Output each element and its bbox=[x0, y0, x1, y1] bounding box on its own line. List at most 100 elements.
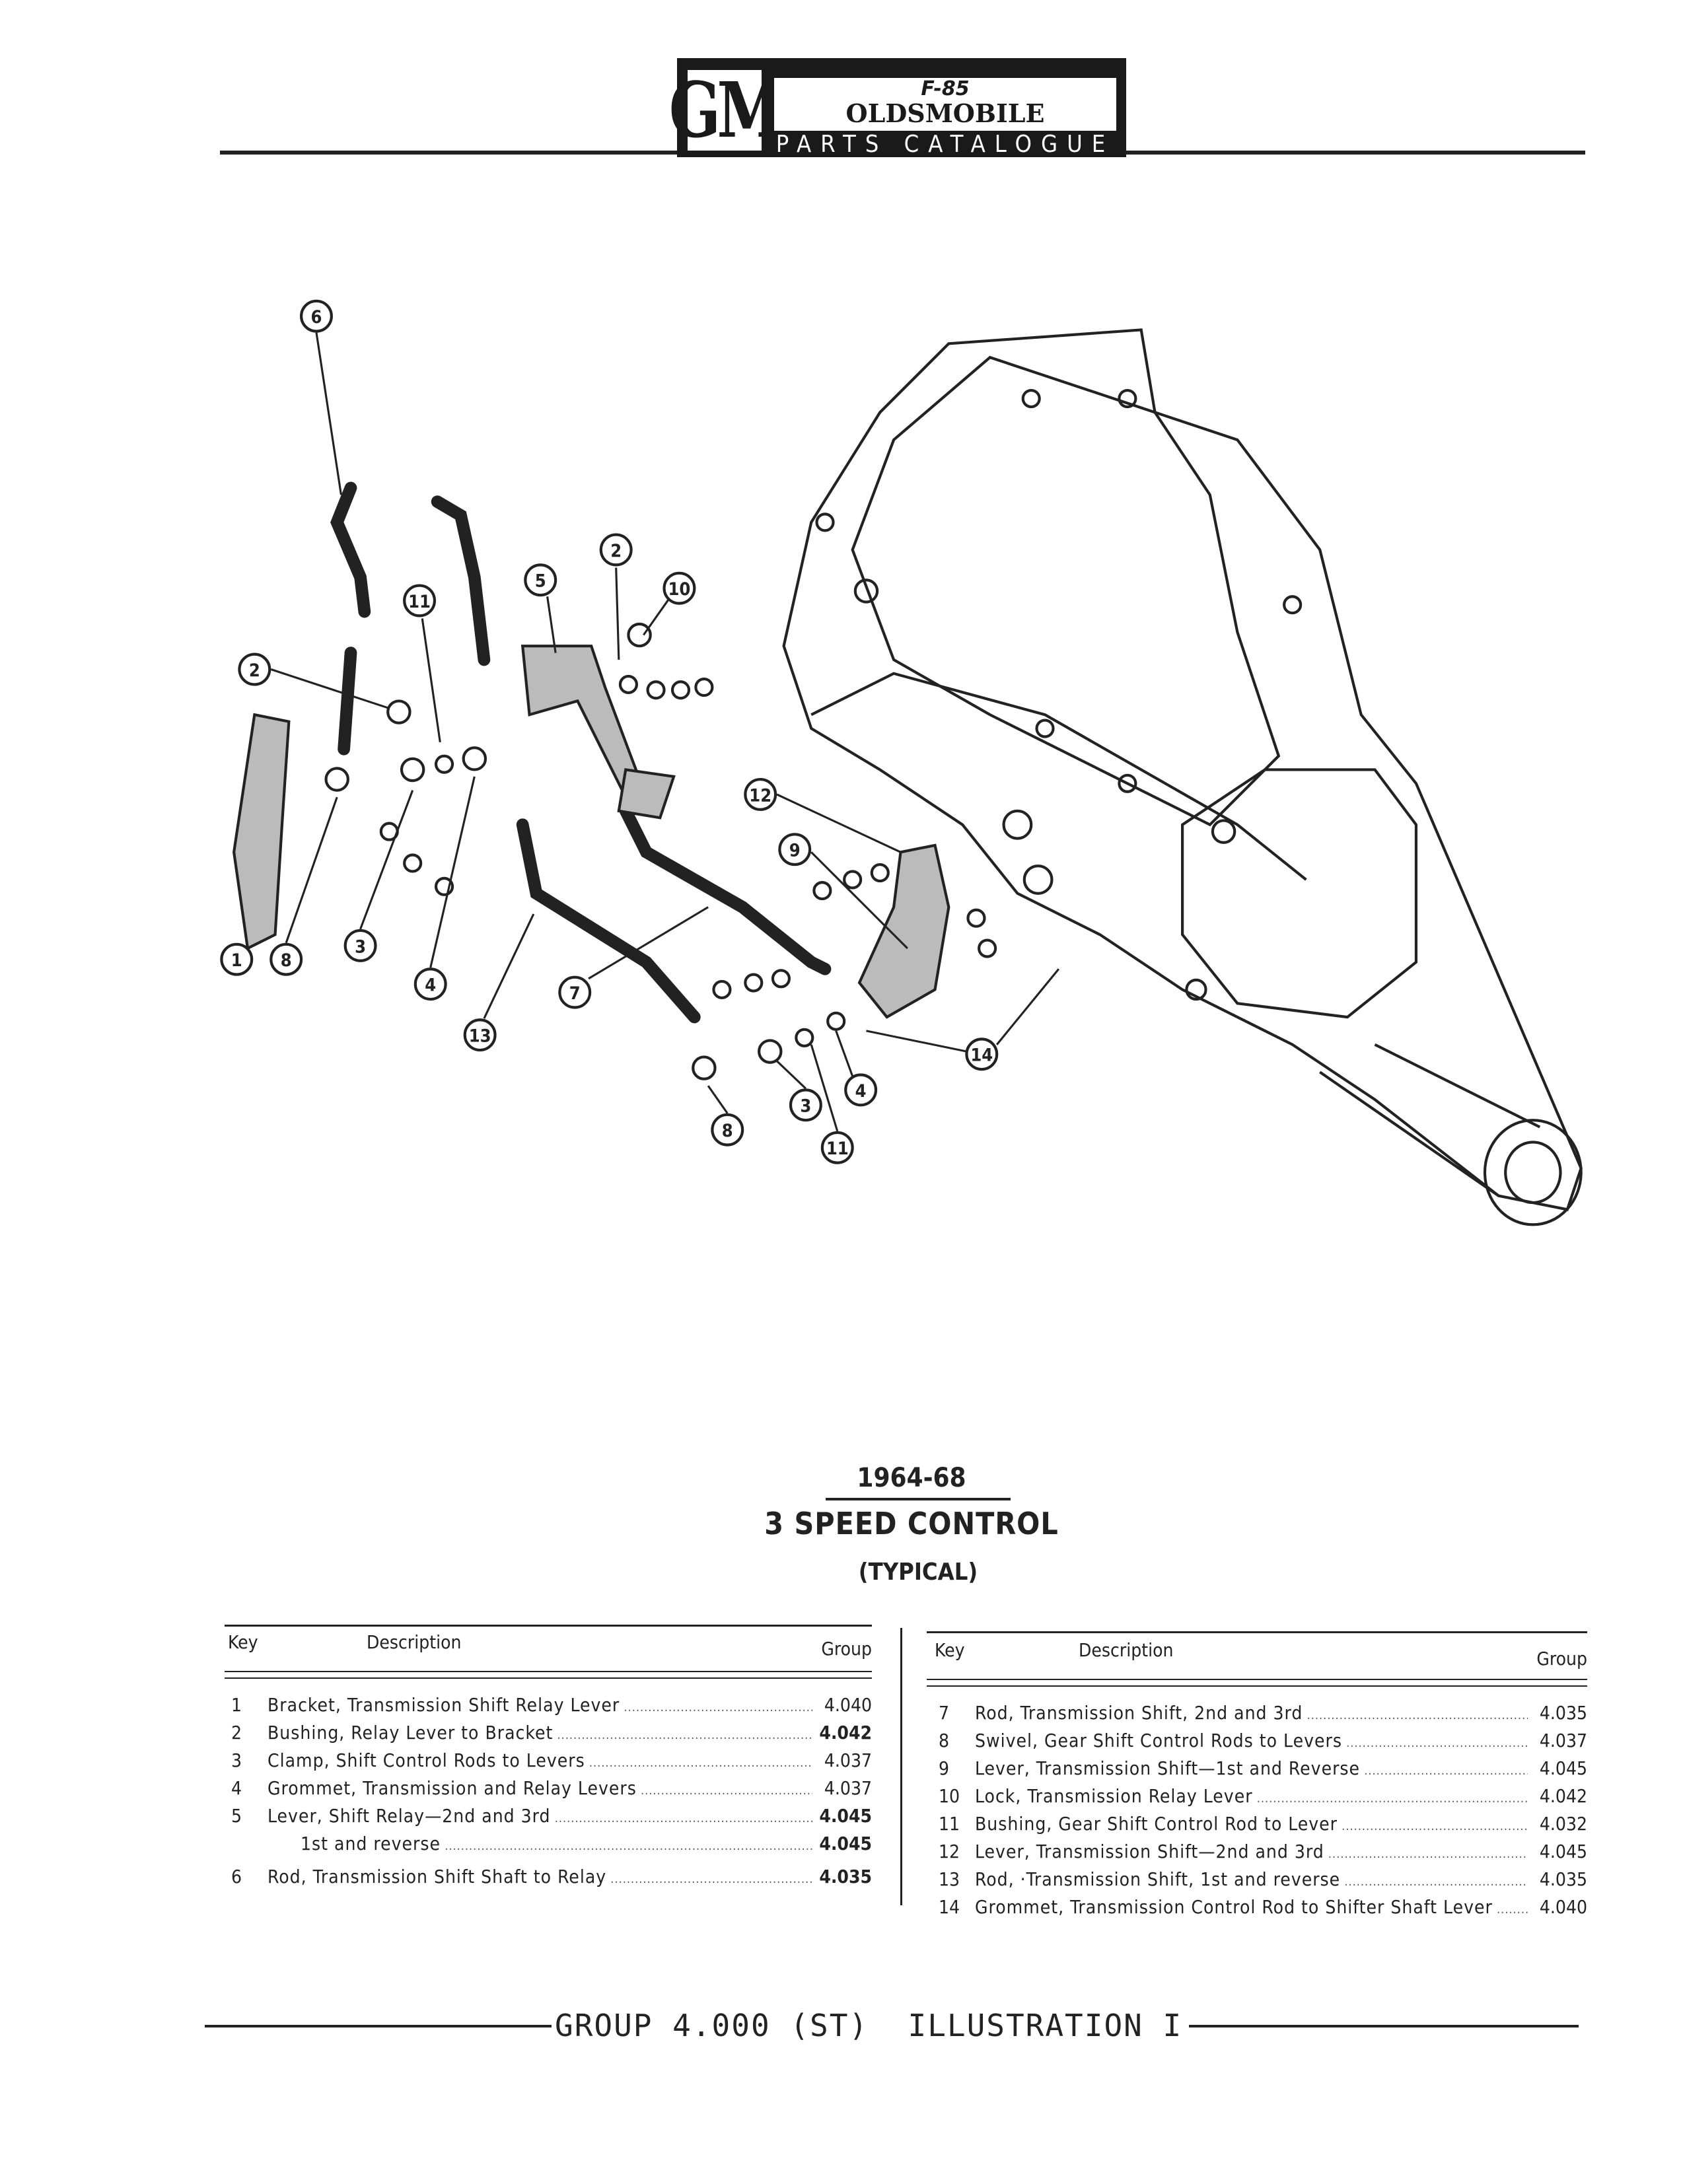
table-row: 14 Grommet, Transmission Control Rod to S… bbox=[939, 1896, 1587, 1924]
callout-6: 6 bbox=[300, 299, 333, 333]
callout-5: 5 bbox=[524, 563, 557, 597]
row-group: 4.040 bbox=[824, 1694, 872, 1716]
callout-11: 11 bbox=[403, 584, 437, 617]
callout-number: 10 bbox=[668, 579, 690, 600]
row-description: Grommet, Transmission Control Rod to Shi… bbox=[975, 1896, 1528, 1918]
fasteners bbox=[324, 622, 997, 1080]
callout-7: 7 bbox=[558, 975, 592, 1009]
row-group: 4.045 bbox=[1539, 1841, 1587, 1862]
years-underline bbox=[826, 1498, 1011, 1500]
table-divider bbox=[900, 1628, 902, 1905]
row-description: Bushing, Relay Lever to Bracket bbox=[268, 1722, 812, 1744]
row-key: 6 bbox=[231, 1866, 242, 1887]
parts-table-right: Key Description Group 7 Rod, Transmission… bbox=[927, 1631, 1587, 1922]
row-description: Clamp, Shift Control Rods to Levers bbox=[268, 1749, 812, 1771]
callout-9: 9 bbox=[778, 833, 812, 866]
table-row: 9 Lever, Transmission Shift—1st and Rever… bbox=[939, 1757, 1587, 1785]
illustration-title: 3 SPEED CONTROL bbox=[764, 1506, 1059, 1541]
description-header: Description bbox=[367, 1631, 462, 1653]
key-header: Key bbox=[935, 1639, 965, 1661]
callout-number: 12 bbox=[749, 785, 771, 806]
callout-11: 11 bbox=[820, 1131, 854, 1164]
callout-13: 13 bbox=[463, 1018, 497, 1052]
row-key: 13 bbox=[939, 1868, 960, 1890]
row-description: Lever, Transmission Shift—2nd and 3rd bbox=[975, 1841, 1528, 1862]
callout-number: 13 bbox=[469, 1026, 491, 1047]
callout-12: 12 bbox=[744, 777, 777, 811]
callout-14: 14 bbox=[965, 1038, 999, 1071]
table-row: 8 Swivel, Gear Shift Control Rods to Leve… bbox=[939, 1730, 1587, 1757]
row-description: Bushing, Gear Shift Control Rod to Lever bbox=[975, 1813, 1528, 1835]
callout-number: 4 bbox=[425, 975, 436, 996]
row-description: Lever, Transmission Shift—1st and Revers… bbox=[975, 1757, 1528, 1779]
callout-3: 3 bbox=[343, 929, 377, 962]
row-group: 4.037 bbox=[824, 1777, 872, 1799]
relay-levers bbox=[233, 645, 950, 1019]
callout-number: 3 bbox=[800, 1096, 811, 1117]
row-group: 4.045 bbox=[819, 1805, 872, 1827]
callout-4: 4 bbox=[413, 968, 447, 1001]
callout-number: 6 bbox=[311, 307, 322, 328]
table-row: 12 Lever, Transmission Shift—2nd and 3rd 4… bbox=[939, 1841, 1587, 1868]
callout-number: 2 bbox=[249, 660, 260, 681]
shift-rods bbox=[330, 481, 832, 1024]
callout-number: 2 bbox=[610, 541, 622, 561]
gm-logo: GM bbox=[668, 65, 784, 155]
row-key: 3 bbox=[231, 1749, 242, 1771]
row-key: 5 bbox=[231, 1805, 242, 1827]
callout-number: 5 bbox=[535, 571, 546, 592]
footer-group-label: GROUP 4.000 (ST) ILLUSTRATION I bbox=[555, 2008, 1183, 2043]
callout-1: 1 bbox=[220, 942, 254, 976]
callout-2: 2 bbox=[599, 533, 633, 567]
model-years: 1964-68 bbox=[857, 1463, 966, 1493]
row-description: Lever, Shift Relay—2nd and 3rd bbox=[268, 1805, 812, 1827]
group-header: Group bbox=[1536, 1648, 1587, 1670]
row-key: 7 bbox=[939, 1702, 950, 1724]
row-description: Rod, Transmission Shift Shaft to Relay bbox=[268, 1866, 812, 1887]
row-group: 4.037 bbox=[1539, 1730, 1587, 1751]
callout-number: 11 bbox=[408, 592, 431, 612]
row-description: Lock, Transmission Relay Lever bbox=[975, 1785, 1528, 1807]
callout-2: 2 bbox=[238, 652, 271, 686]
row-description: Rod, Transmission Shift, 2nd and 3rd bbox=[975, 1702, 1528, 1724]
transmission-housing bbox=[782, 328, 1583, 1226]
row-group: 4.045 bbox=[819, 1833, 872, 1854]
row-description: 1st and reverse bbox=[268, 1833, 812, 1854]
callout-number: 3 bbox=[355, 936, 366, 957]
row-key: 8 bbox=[939, 1730, 950, 1751]
callout-number: 8 bbox=[722, 1121, 733, 1141]
table-row: 1st and reverse 4.045 bbox=[231, 1833, 872, 1860]
table-row: 5 Lever, Shift Relay—2nd and 3rd 4.045 bbox=[231, 1805, 872, 1833]
row-key: 2 bbox=[231, 1722, 242, 1744]
row-description: Grommet, Transmission and Relay Levers bbox=[268, 1777, 812, 1799]
f85-logo: F-85 bbox=[921, 77, 970, 100]
catalogue-logo: GM F-85 OLDSMOBILE PARTS CATALOGUE bbox=[669, 58, 1126, 158]
description-header: Description bbox=[1079, 1639, 1174, 1661]
row-key: 12 bbox=[939, 1841, 960, 1862]
table-row: 1 Bracket, Transmission Shift Relay Lever… bbox=[231, 1694, 872, 1722]
row-group: 4.035 bbox=[819, 1866, 872, 1887]
callout-8: 8 bbox=[711, 1113, 744, 1146]
row-key: 14 bbox=[939, 1896, 960, 1918]
callout-4: 4 bbox=[844, 1073, 878, 1107]
row-key: 1 bbox=[231, 1694, 242, 1716]
row-description: Swivel, Gear Shift Control Rods to Lever… bbox=[975, 1730, 1528, 1751]
callout-number: 11 bbox=[826, 1139, 849, 1159]
group-header: Group bbox=[821, 1638, 872, 1660]
row-description: Bracket, Transmission Shift Relay Lever bbox=[268, 1694, 812, 1716]
callout-8: 8 bbox=[269, 942, 303, 976]
oldsmobile-logo: OLDSMOBILE bbox=[845, 98, 1045, 128]
row-key: 9 bbox=[939, 1757, 950, 1779]
table-row: 6 Rod, Transmission Shift Shaft to Relay 4… bbox=[231, 1866, 872, 1893]
parts-catalogue-label: PARTS CATALOGUE bbox=[775, 131, 1115, 158]
callout-10: 10 bbox=[662, 571, 696, 605]
illustration-subtitle: (TYPICAL) bbox=[858, 1559, 978, 1586]
footer-rule-left bbox=[205, 2025, 552, 2027]
